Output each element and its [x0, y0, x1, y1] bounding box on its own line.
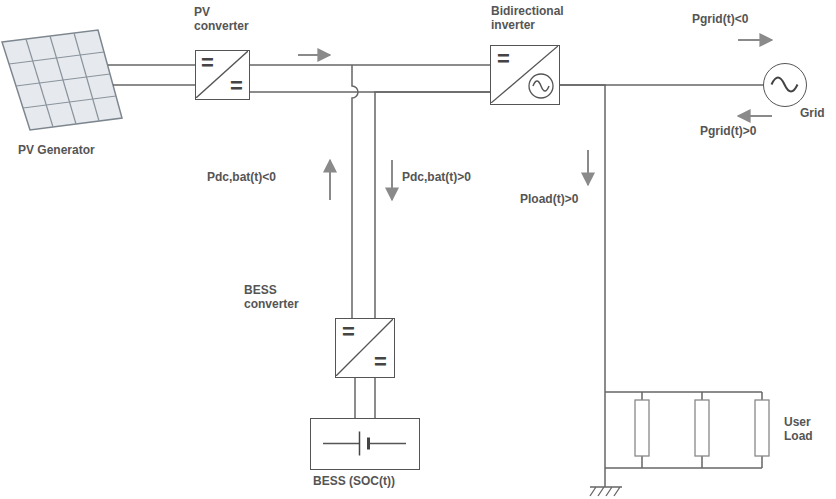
node-label: User Load	[784, 415, 824, 443]
dc-symbol: =	[230, 75, 243, 97]
pv-generator: PV Generator	[0, 25, 125, 133]
wire-connector	[108, 64, 195, 66]
node-heading: Bidirectional inverter	[491, 4, 586, 32]
grid-source: Grid	[763, 63, 807, 107]
converter-box: BESS converter==	[335, 318, 395, 378]
node-heading: BESS converter	[244, 283, 314, 311]
power-flow-label: Pdc,bat(t)<0	[205, 170, 278, 184]
battery-box: BESS (SOC(t))	[310, 418, 420, 470]
dc-symbol: =	[342, 321, 355, 343]
dc-symbol: =	[201, 52, 214, 74]
pv-panel	[2, 30, 122, 130]
wire-connector	[560, 85, 605, 385]
dc-symbol: =	[374, 351, 387, 373]
node-heading: PV converter	[194, 5, 264, 33]
symbol	[311, 419, 418, 468]
power-flow-label: Pgrid(t)>0	[698, 124, 758, 138]
node-label: PV Generator	[18, 143, 122, 157]
power-flow-label: Pdc,bat(t)>0	[400, 170, 473, 184]
wire-connector	[375, 92, 490, 318]
wire-connector	[374, 378, 376, 418]
power-flow-label: Pgrid(t)<0	[690, 12, 750, 26]
inverter-box: Bidirectional inverter=	[490, 45, 560, 105]
power-flow-label: Pload(t)>0	[518, 192, 580, 206]
converter-box: PV converter==	[195, 50, 250, 100]
ground-symbol	[590, 487, 622, 496]
resistor-symbol	[635, 400, 769, 456]
flow-arrow	[298, 40, 772, 200]
node-label: BESS (SOC(t))	[313, 474, 433, 488]
wire-connector	[250, 64, 490, 66]
wires	[113, 65, 762, 487]
node-label: Grid	[800, 106, 825, 120]
dc-symbol: =	[497, 48, 510, 70]
user-load: User Load	[598, 385, 830, 477]
symbol	[764, 64, 805, 105]
